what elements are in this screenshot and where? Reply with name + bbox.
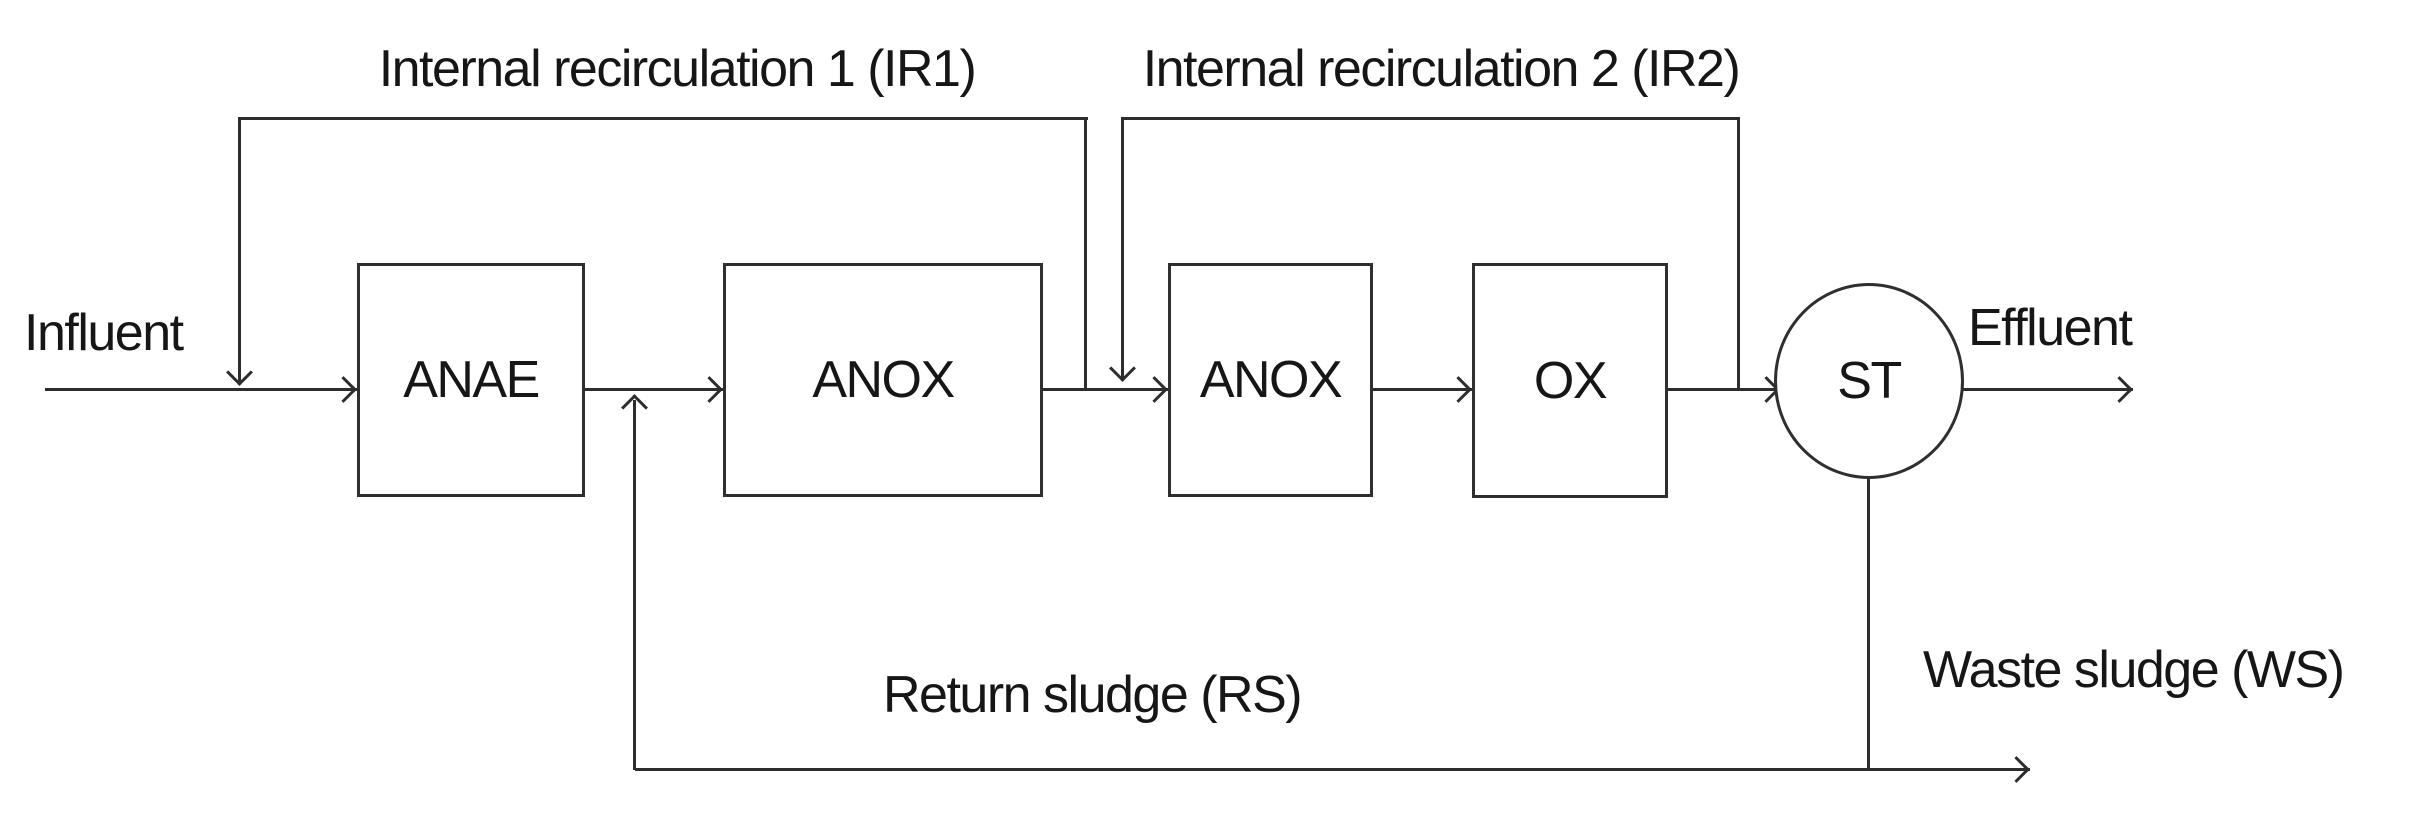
return-sludge-riser-line — [633, 400, 636, 770]
ir1-left-line — [238, 117, 241, 383]
anae-to-anox1-line — [585, 388, 723, 391]
unit-ox-label: OX — [1533, 351, 1608, 410]
unit-st-label: ST — [1837, 352, 1902, 410]
anox1-to-anox2-arrowhead-icon — [1141, 376, 1168, 403]
anox2-to-ox-line — [1373, 388, 1472, 391]
bottom-sludge-line — [635, 768, 2030, 771]
ir1-arrowhead-icon — [226, 359, 253, 386]
ir1-top-line — [240, 117, 1088, 120]
influent-label: Influent — [24, 304, 184, 362]
influent-arrowhead-icon — [330, 376, 357, 403]
unit-anox2-label: ANOX — [1199, 351, 1343, 409]
effluent-label: Effluent — [1968, 299, 2133, 357]
ir2-label: Internal recirculation 2 (IR2) — [1142, 40, 1741, 98]
ir2-right-line — [1737, 117, 1740, 390]
waste-sludge-arrowhead-icon — [2003, 756, 2030, 783]
influent-line — [45, 388, 357, 391]
waste-sludge-line — [1867, 476, 1870, 770]
unit-anae: ANAE — [357, 263, 585, 497]
anae-to-anox1-arrowhead-icon — [696, 376, 723, 403]
ir1-right-line — [1084, 117, 1087, 390]
ir1-label: Internal recirculation 1 (IR1) — [378, 40, 977, 98]
ir2-left-line — [1121, 117, 1124, 378]
anox1-to-anox2-line — [1043, 388, 1168, 391]
ox-to-st-line — [1668, 388, 1780, 391]
unit-anae-label: ANAE — [403, 351, 540, 409]
anox2-to-ox-arrowhead-icon — [1445, 376, 1472, 403]
effluent-arrowhead-icon — [2106, 376, 2133, 403]
unit-anox1-label: ANOX — [812, 351, 955, 409]
return-sludge-label: Return sludge (RS) — [883, 666, 1303, 724]
unit-st-clarifier: ST — [1774, 283, 1964, 479]
unit-anox2: ANOX — [1168, 263, 1373, 497]
effluent-line — [1961, 388, 2133, 391]
return-sludge-arrowhead-icon — [621, 394, 648, 421]
waste-sludge-label: Waste sludge (WS) — [1923, 641, 2345, 699]
ir2-arrowhead-icon — [1109, 355, 1136, 382]
unit-anox1: ANOX — [723, 263, 1043, 497]
ir2-top-line — [1123, 117, 1740, 120]
unit-ox: OX — [1472, 263, 1668, 498]
